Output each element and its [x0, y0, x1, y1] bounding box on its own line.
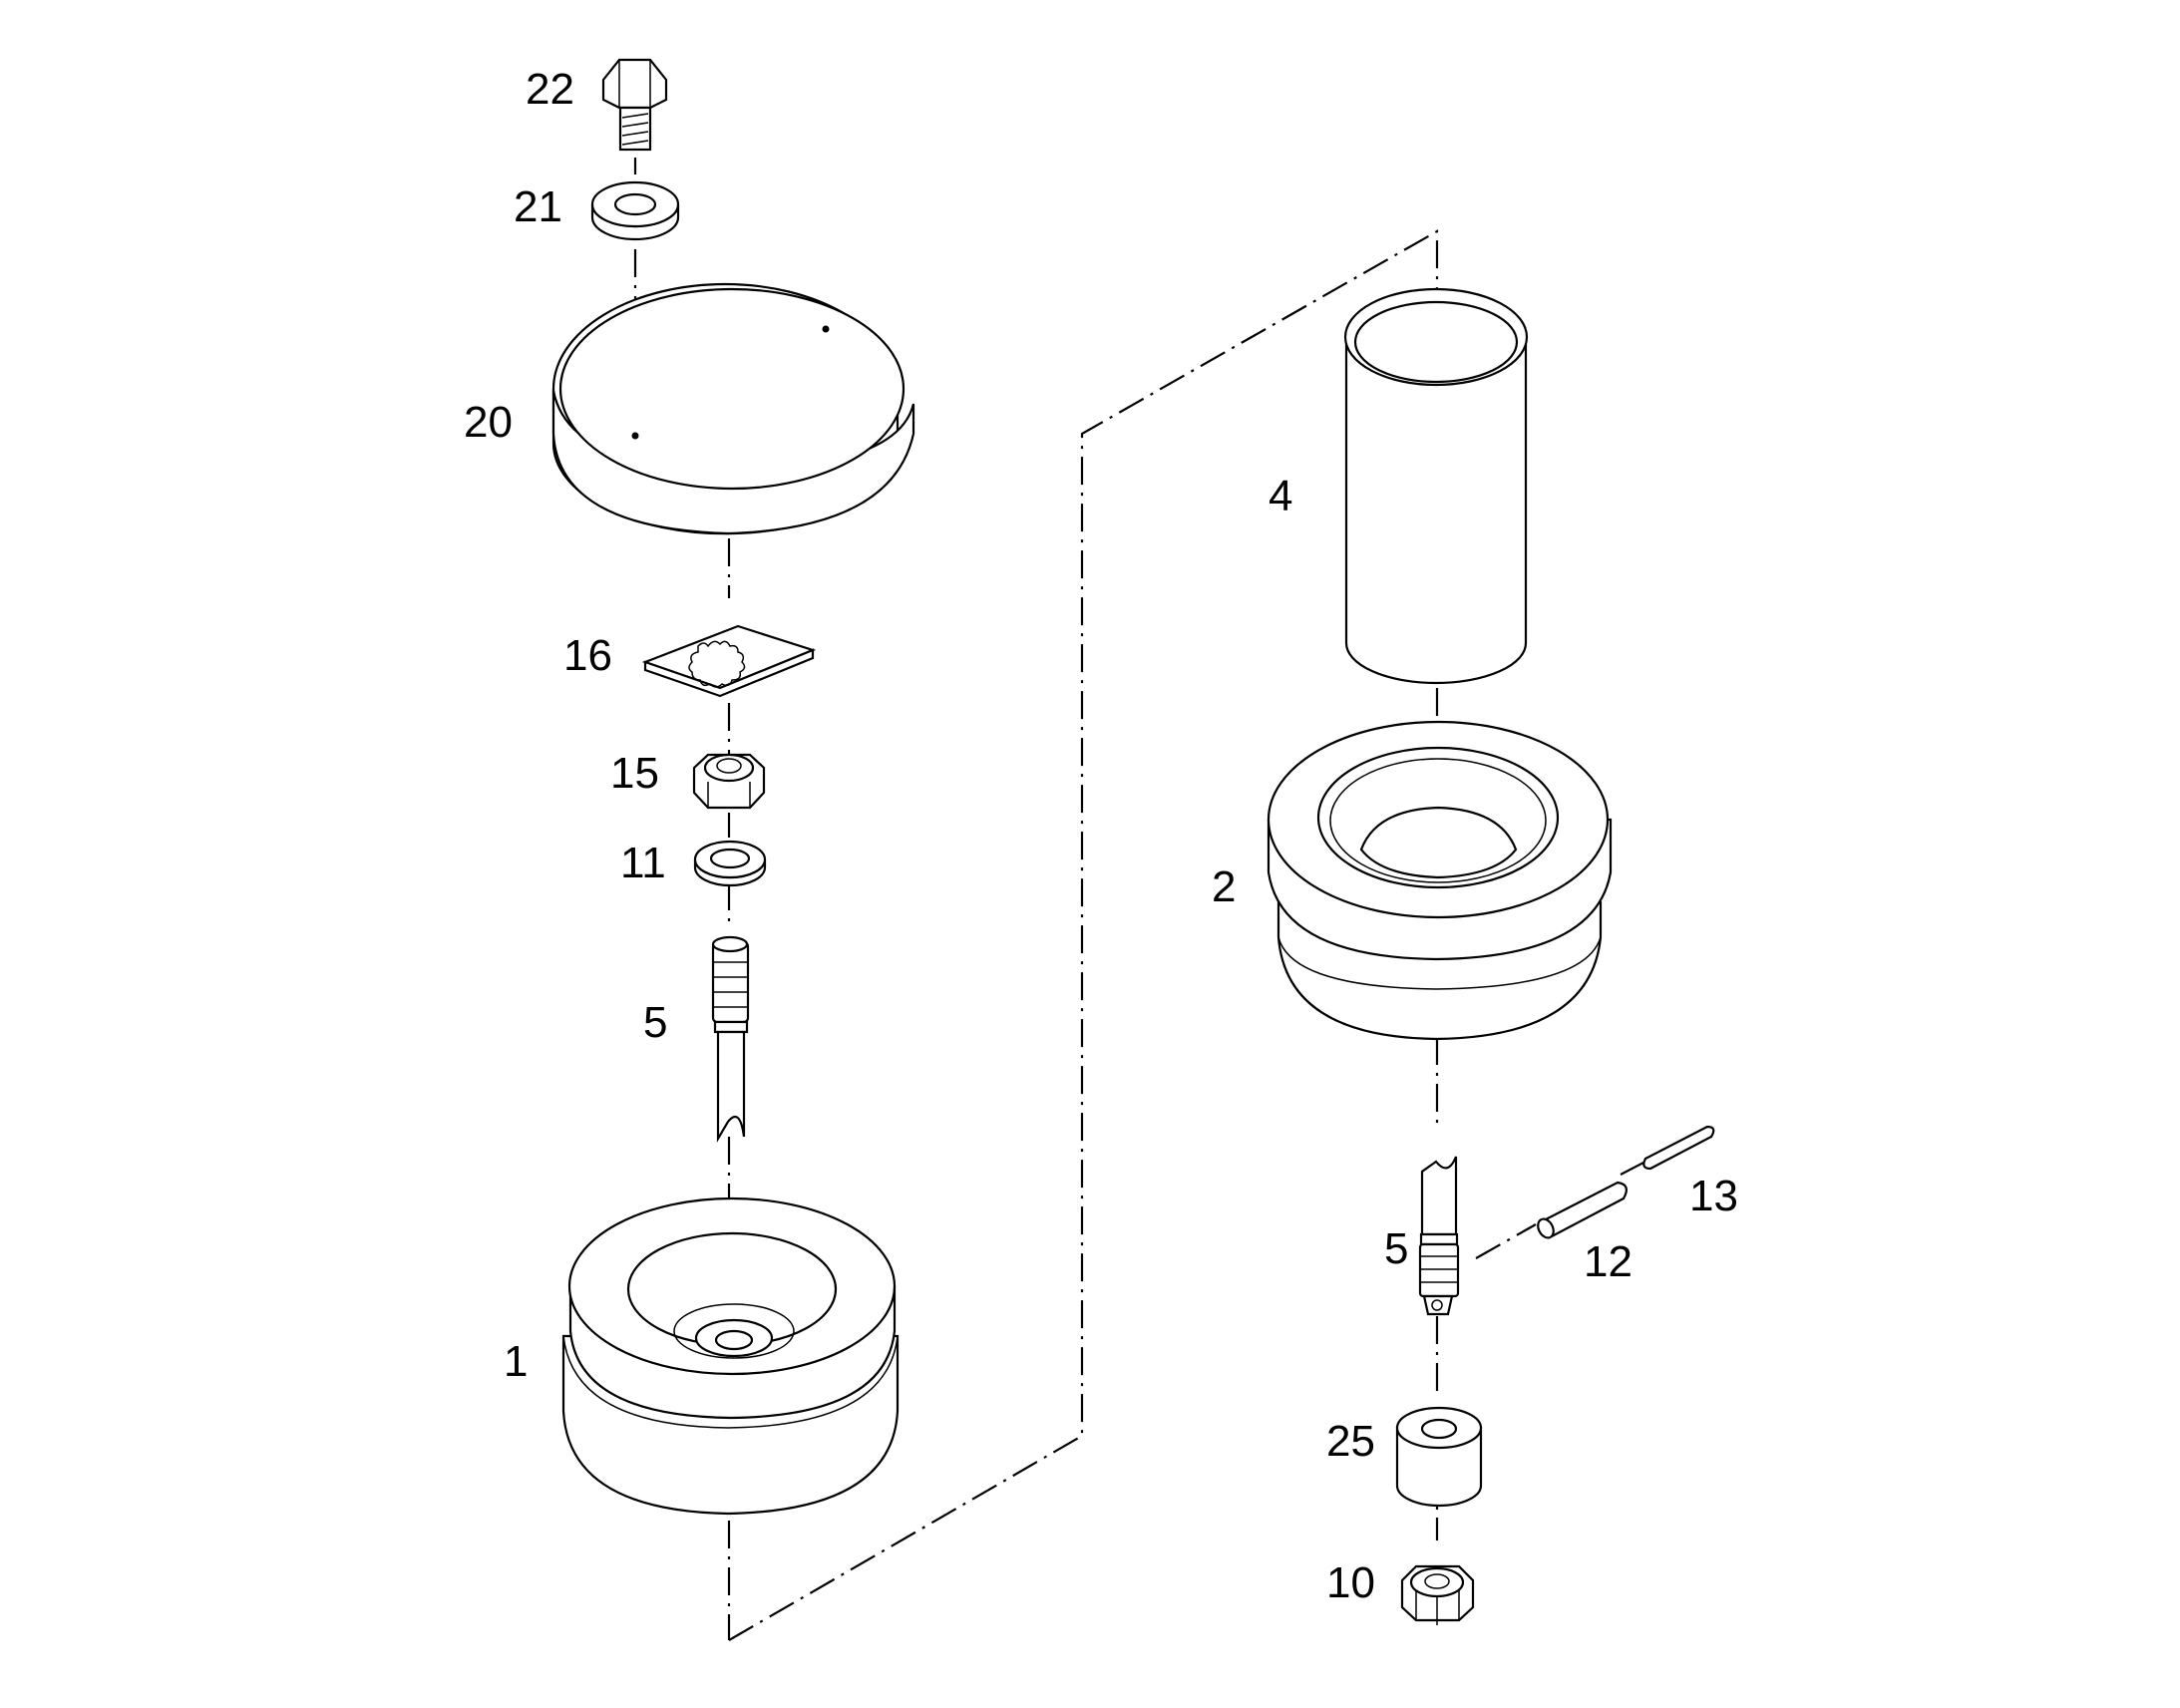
part-13-pin [1642, 1125, 1715, 1171]
label-part-22: 22 [526, 65, 574, 114]
label-part-16: 16 [563, 631, 612, 680]
part-15-hex-nut [692, 753, 766, 810]
label-part-5-right: 5 [1384, 1224, 1408, 1273]
part-2-wheel-hub [1267, 720, 1613, 1041]
part-1-roller-base [561, 1196, 900, 1516]
label-part-1: 1 [504, 1337, 528, 1386]
part-20-cap-cover [551, 282, 915, 535]
label-part-11: 11 [620, 839, 666, 887]
part-12-roll-pin [1537, 1181, 1628, 1239]
part-5-shaft-right [1418, 1156, 1460, 1316]
label-part-21: 21 [514, 182, 562, 231]
part-11-washer [693, 840, 767, 887]
label-part-25: 25 [1326, 1417, 1375, 1466]
label-part-5-left: 5 [643, 998, 667, 1047]
part-16-lock-plate [641, 624, 817, 698]
label-part-10: 10 [1326, 1558, 1375, 1607]
part-labels: 22 21 20 16 15 11 5 1 4 2 5 13 12 25 10 [464, 65, 1738, 1607]
label-part-15: 15 [610, 749, 659, 798]
label-part-20: 20 [464, 398, 513, 447]
part-22-hex-bolt [601, 58, 668, 152]
label-part-13: 13 [1689, 1172, 1738, 1220]
part-10-castle-nut [1400, 1564, 1475, 1625]
part-25-spacer-bushing [1395, 1406, 1483, 1508]
part-5-shaft-left [711, 935, 750, 1144]
part-4-sleeve-tube [1343, 287, 1529, 685]
label-part-12: 12 [1584, 1237, 1633, 1286]
label-part-4: 4 [1269, 472, 1292, 520]
label-part-2: 2 [1212, 862, 1236, 911]
part-21-flat-washer [590, 180, 680, 241]
